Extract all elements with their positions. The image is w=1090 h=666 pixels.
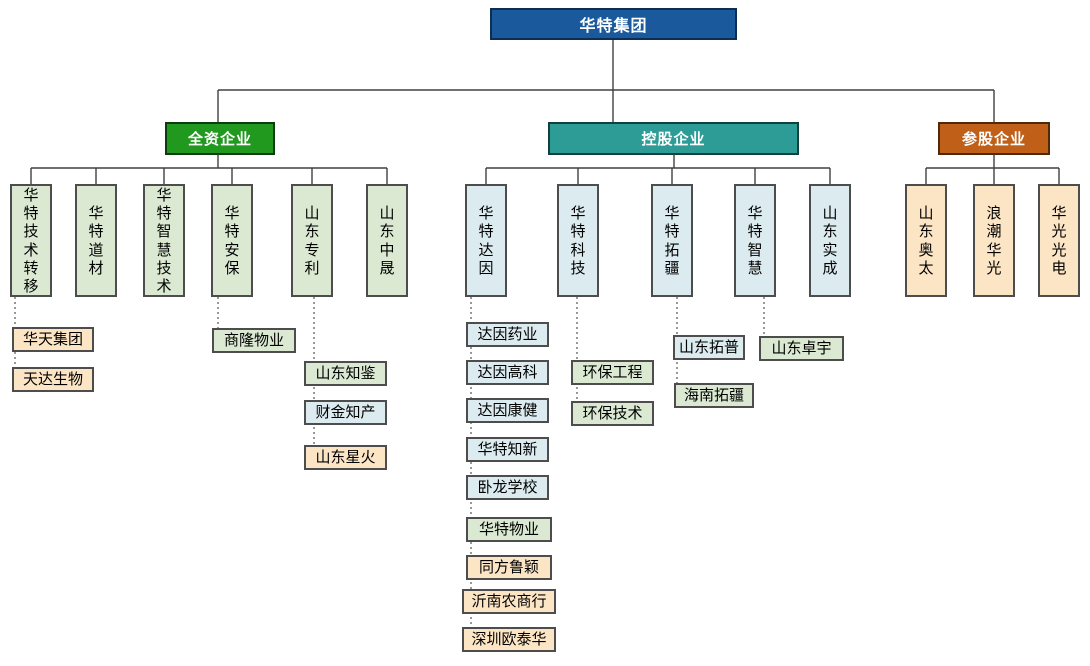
company-label: 山东实成 (822, 203, 838, 277)
company-label: 山东中晟 (379, 203, 395, 277)
subsidiary-box: 达因康健 (466, 398, 549, 423)
subsidiary-box: 华特物业 (466, 517, 552, 542)
company-box: 华特科技 (557, 184, 599, 297)
company-box: 华特智慧 (734, 184, 776, 297)
company-label: 华特科技 (570, 203, 586, 277)
company-label: 华特安保 (224, 203, 240, 277)
subsidiary-label: 环保技术 (582, 404, 643, 422)
subsidiary-box: 沂南农商行 (462, 589, 556, 614)
subsidiary-box: 同方鲁颖 (466, 555, 552, 580)
subsidiary-box: 环保工程 (571, 360, 654, 385)
subsidiary-label: 达因康健 (477, 401, 538, 419)
subsidiary-box: 山东拓普 (673, 335, 745, 360)
company-box: 华光光电 (1038, 184, 1080, 297)
company-box: 华特安保 (211, 184, 253, 297)
subsidiary-label: 达因高科 (477, 363, 538, 381)
subsidiary-label: 华天集团 (22, 330, 83, 348)
company-box: 山东专利 (291, 184, 333, 297)
subsidiary-box: 华天集团 (12, 327, 94, 352)
subsidiary-label: 达因药业 (477, 325, 538, 343)
subsidiary-box: 环保技术 (571, 401, 654, 426)
company-box: 华特达因 (465, 184, 507, 297)
subsidiary-box: 山东星火 (304, 445, 387, 470)
subsidiary-label: 沂南农商行 (471, 592, 547, 610)
subsidiary-label: 天达生物 (22, 370, 83, 388)
subsidiary-box: 达因高科 (466, 360, 549, 385)
group-header-holding: 控股企业 (548, 122, 799, 155)
root-company-box: 华特集团 (490, 8, 737, 40)
group-header-wholly-owned: 全资企业 (165, 122, 275, 155)
subsidiary-box: 卧龙学校 (466, 475, 549, 500)
company-label: 华特拓疆 (664, 203, 680, 277)
company-box: 浪潮华光 (973, 184, 1015, 297)
subsidiary-box: 商隆物业 (212, 328, 296, 353)
solid-connectors (30, 40, 1060, 184)
company-label: 华特道材 (88, 203, 104, 277)
company-label: 华特智慧技术 (156, 185, 172, 296)
company-box: 山东中晟 (366, 184, 408, 297)
subsidiary-label: 财金知产 (315, 403, 376, 421)
subsidiary-label: 卧龙学校 (477, 478, 538, 496)
subsidiary-box: 华特知新 (466, 437, 549, 462)
group-label: 参股企业 (961, 130, 1026, 148)
company-box: 华特道材 (75, 184, 117, 297)
company-box: 山东实成 (809, 184, 851, 297)
subsidiary-label: 华特物业 (478, 520, 539, 538)
root-company-label: 华特集团 (579, 16, 648, 35)
subsidiary-label: 海南拓疆 (683, 386, 744, 404)
group-label: 控股企业 (641, 130, 706, 148)
subsidiary-label: 深圳欧泰华 (471, 630, 547, 648)
company-box: 华特技术转移 (10, 184, 52, 297)
company-label: 华特达因 (478, 203, 494, 277)
subsidiary-box: 达因药业 (466, 322, 549, 347)
company-box: 华特智慧技术 (143, 184, 185, 297)
subsidiary-box: 山东知鉴 (304, 361, 387, 386)
dotted-connectors (14, 297, 765, 627)
subsidiary-label: 山东拓普 (678, 338, 739, 356)
company-label: 山东专利 (304, 203, 320, 277)
subsidiary-label: 同方鲁颖 (478, 558, 539, 576)
subsidiary-label: 山东知鉴 (315, 364, 376, 382)
subsidiary-label: 山东卓宇 (771, 339, 832, 357)
company-label: 山东奥太 (918, 203, 934, 277)
company-box: 山东奥太 (905, 184, 947, 297)
subsidiary-label: 山东星火 (315, 448, 376, 466)
company-label: 华光光电 (1051, 203, 1067, 277)
subsidiary-box: 海南拓疆 (674, 383, 754, 408)
company-label: 华特技术转移 (23, 185, 39, 296)
group-header-invested: 参股企业 (938, 122, 1050, 155)
subsidiary-box: 深圳欧泰华 (462, 627, 556, 652)
subsidiary-box: 天达生物 (12, 367, 94, 392)
subsidiary-label: 环保工程 (582, 363, 643, 381)
company-label: 华特智慧 (747, 203, 763, 277)
company-label: 浪潮华光 (986, 203, 1002, 277)
subsidiary-label: 商隆物业 (223, 331, 284, 349)
company-box: 华特拓疆 (651, 184, 693, 297)
subsidiary-label: 华特知新 (477, 440, 538, 458)
group-label: 全资企业 (187, 130, 252, 148)
subsidiary-box: 财金知产 (304, 400, 387, 425)
subsidiary-box: 山东卓宇 (759, 336, 844, 361)
